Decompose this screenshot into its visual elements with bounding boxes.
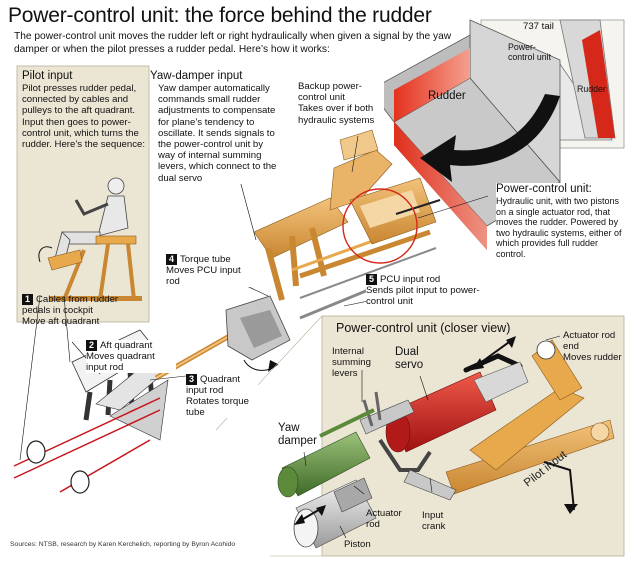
step-3-desc: Rotates torque tube xyxy=(186,396,249,418)
rudder-label: Rudder xyxy=(428,90,466,102)
step-4-number: 4 xyxy=(166,254,177,265)
page-title: Power-control unit: the force behind the… xyxy=(8,4,432,27)
dual-servo-label: Dual servo xyxy=(395,346,424,371)
backup-pcu-heading: Backup power-control unit xyxy=(298,81,362,104)
torque-tube-artwork xyxy=(225,295,291,372)
actuator-rod-label: Actuator rod xyxy=(366,508,402,531)
summing-levers-label: Internal summing levers xyxy=(332,346,371,380)
piston-label: Piston xyxy=(344,539,371,550)
step-2-desc: Moves quadrant input rod xyxy=(86,351,155,373)
actuator-rod-end-label: Actuator rod end xyxy=(563,330,616,353)
step-1-desc: Move aft quadrant xyxy=(22,316,100,327)
step-4-title: Torque tube xyxy=(180,254,231,265)
pilot-input-heading: Pilot input xyxy=(22,70,73,82)
step-2-number: 2 xyxy=(86,340,97,351)
pcu-input-rod-artwork xyxy=(299,284,379,320)
step-5-desc: Sends pilot input to power-control unit xyxy=(366,285,480,307)
backup-pcu-callout: Backup power-control unit Takes over if … xyxy=(298,81,384,126)
step-3-title: Quadrant input rod xyxy=(186,374,241,396)
input-crank-label: Input crank xyxy=(422,510,446,533)
step-5-number: 5 xyxy=(366,274,377,285)
pcu-callout-text: Hydraulic unit, with two pistons on a si… xyxy=(496,196,622,259)
intro-text: The power-control unit moves the rudder … xyxy=(14,31,452,55)
pilot-figure xyxy=(38,177,142,301)
step-5-title: PCU input rod xyxy=(380,274,441,285)
step-1-number: 1 xyxy=(22,294,33,305)
pcu-callout-heading: Power-control unit: xyxy=(496,183,592,195)
tail-inset-title: 737 tail xyxy=(523,21,554,32)
pcu-callout: Power-control unit: Hydraulic unit, with… xyxy=(496,183,624,260)
closer-view-leaders xyxy=(303,335,561,539)
yaw-damper-label: Yaw damper xyxy=(278,422,317,447)
moves-rudder-label: Moves rudder xyxy=(563,352,622,363)
yaw-damper-callout: Yaw-damper input Yaw damper automaticall… xyxy=(150,70,282,184)
yaw-damper-heading: Yaw-damper input xyxy=(150,70,243,82)
closer-view-artwork xyxy=(277,336,615,549)
yaw-damper-text: Yaw damper automatically commands small … xyxy=(158,83,277,184)
step-1-title: Cables from rudder pedals in cockpit xyxy=(22,294,119,316)
pilot-input-panel xyxy=(16,65,150,323)
sources-credit: Sources: NTSB, research by Karen Kerchel… xyxy=(10,541,236,548)
pilot-input-text: Pilot presses rudder pedal, connected by… xyxy=(22,83,146,151)
pilot-input-callout: Pilot input Pilot presses rudder pedal, … xyxy=(22,70,146,150)
tail-inset-pcu-label: Power-control unit xyxy=(508,42,552,62)
step-2-title: Aft quadrant xyxy=(100,340,153,351)
linkage-frame-artwork xyxy=(253,129,441,301)
tail-inset-rudder-label: Rudder xyxy=(577,84,606,94)
step-4-desc: Moves PCU input rod xyxy=(166,265,241,287)
step-3-number: 3 xyxy=(186,374,197,385)
backup-pcu-text: Takes over if both hydraulic systems xyxy=(298,103,375,126)
closer-view-heading: Power-control unit (closer view) xyxy=(336,321,511,335)
